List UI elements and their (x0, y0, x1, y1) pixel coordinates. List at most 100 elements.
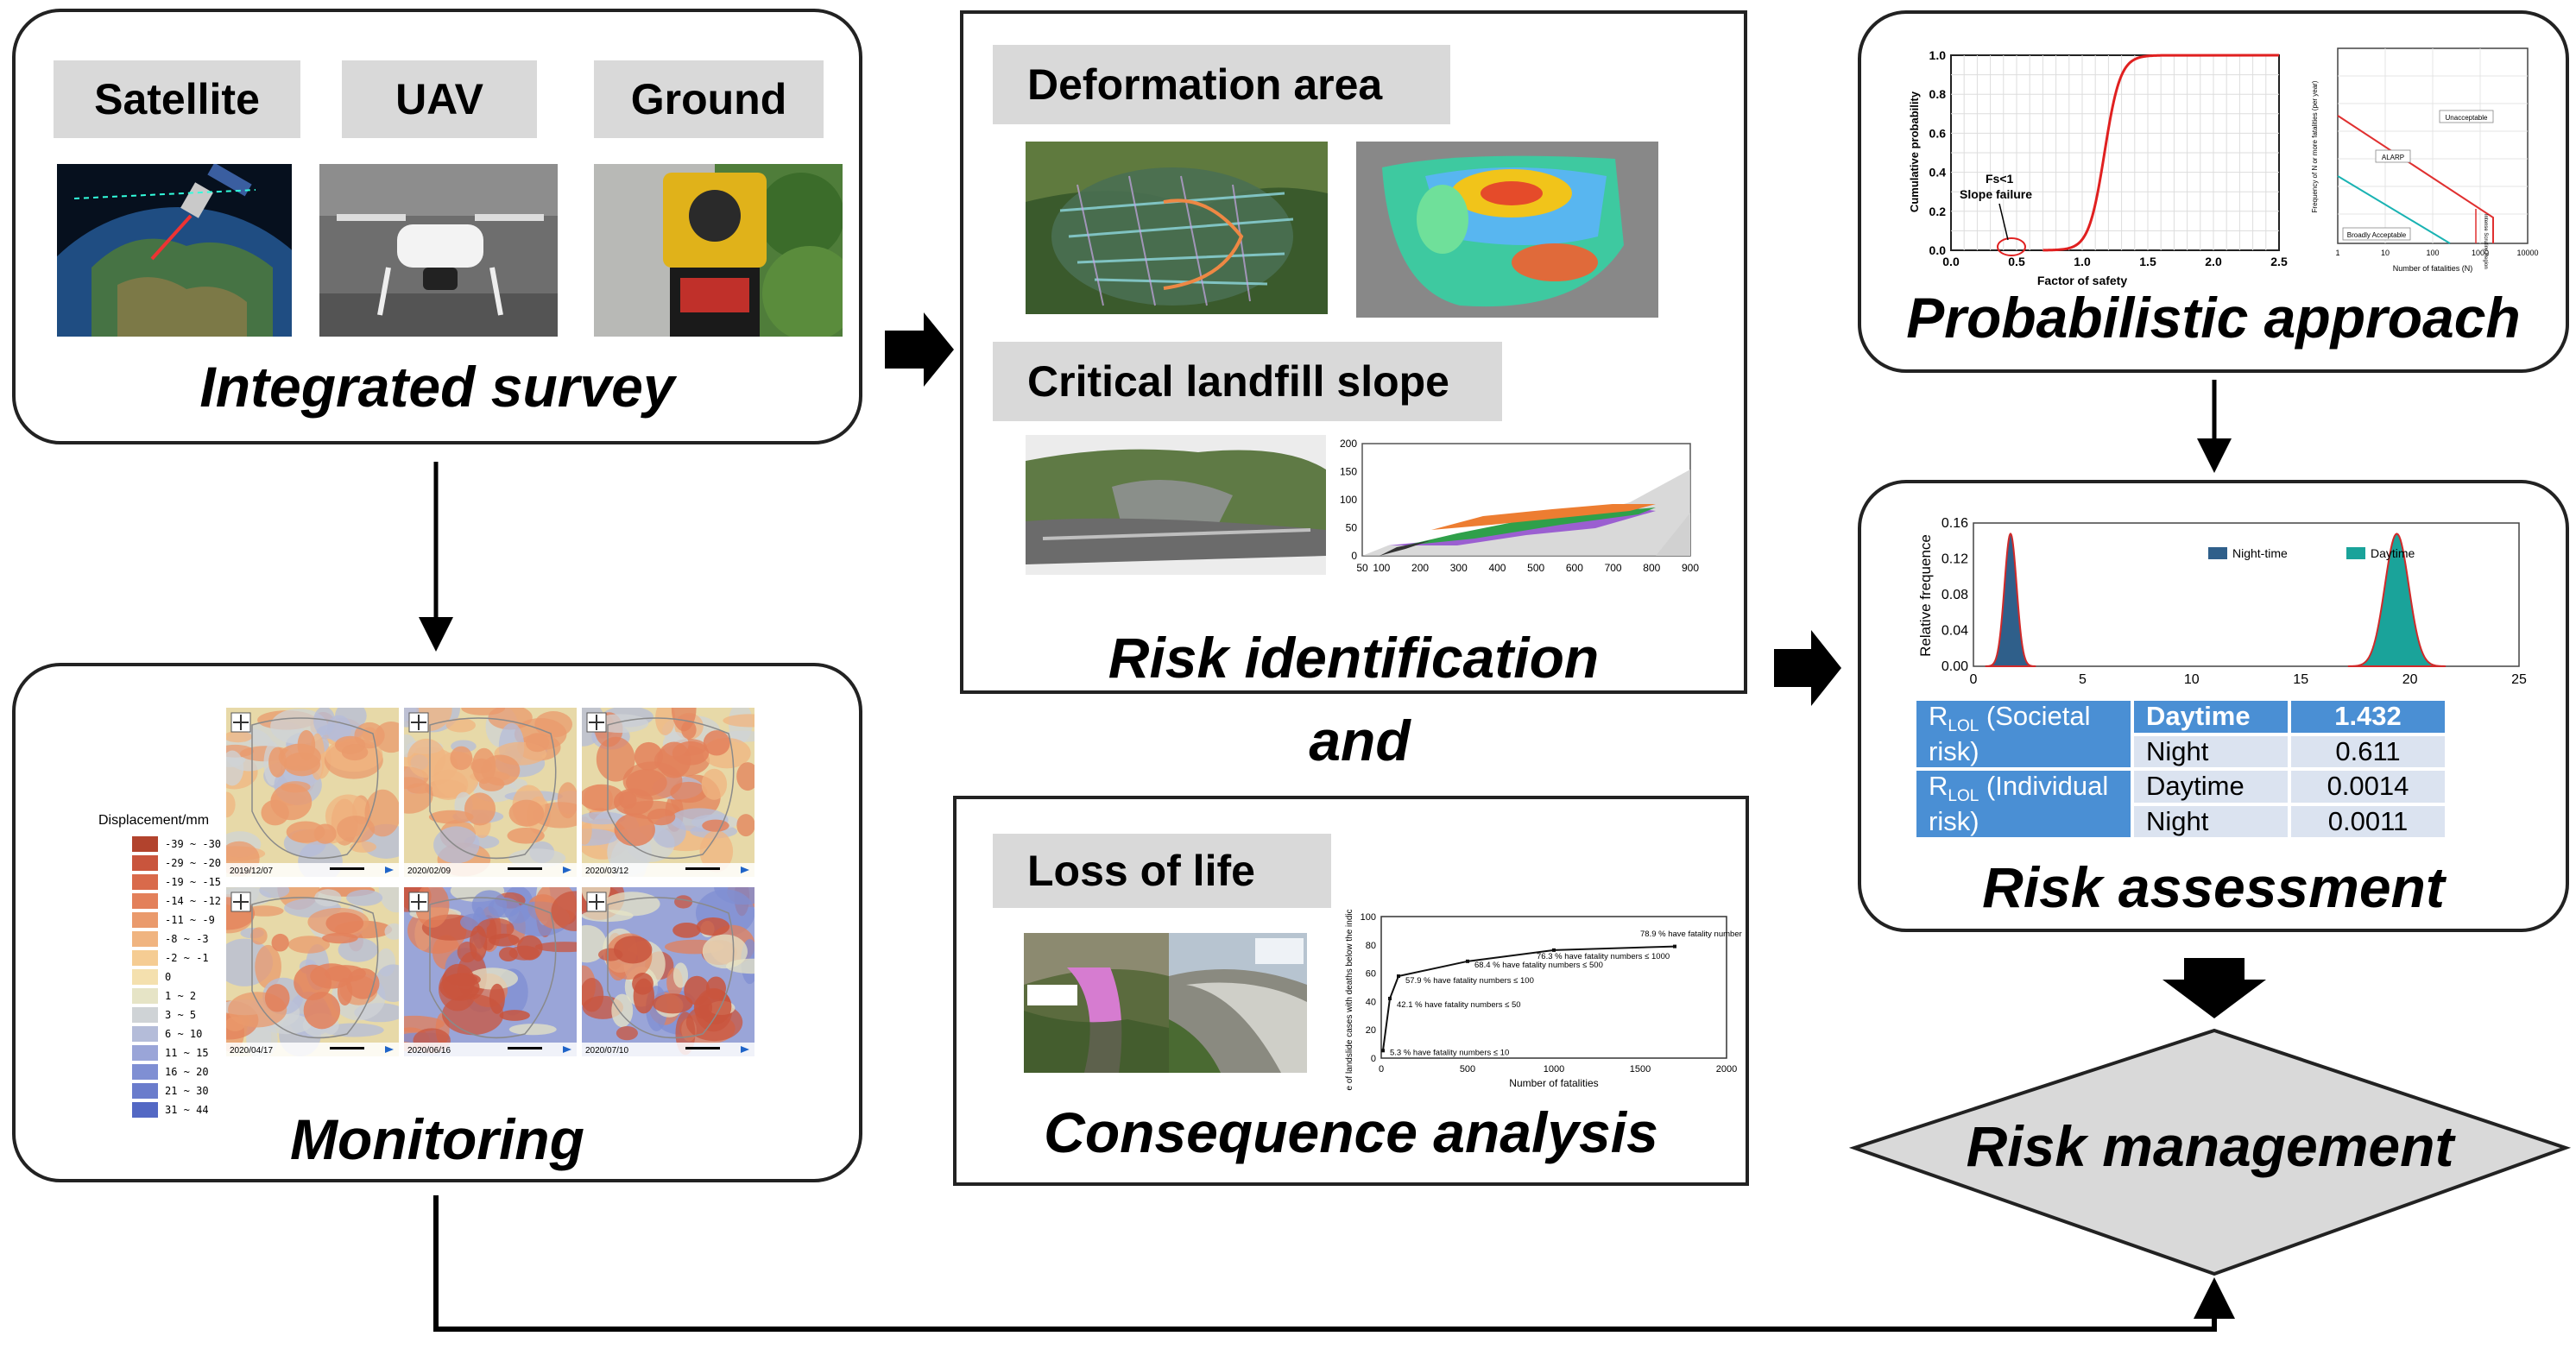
block-arrow-riskid-to-assessment (1774, 630, 1841, 706)
fatality-point (1381, 1049, 1385, 1053)
map-date: 2020/07/10 (585, 1046, 628, 1056)
x-tick-label: 800 (1643, 562, 1660, 574)
y-tick-label: 40 (1366, 997, 1376, 1007)
x-tick-label: 2000 (1716, 1064, 1737, 1075)
fn-region-alarp: ALARP (2382, 154, 2404, 161)
x-tick-label: 1 (2335, 249, 2339, 257)
x-tick-label: 1000 (1544, 1064, 1564, 1075)
map-date: 2019/12/07 (230, 867, 273, 876)
legend-swatch (132, 874, 158, 890)
legend-item: -2 ~ -1 (132, 949, 209, 967)
deformation-insar-image (1356, 142, 1658, 318)
risk-identification-box: Deformation area Critical landfill slope (960, 10, 1747, 694)
risk-assessment-title: Risk assessment (1982, 855, 2445, 919)
legend-swatch (132, 931, 158, 947)
x-tick-label: 2.0 (2205, 255, 2222, 268)
monitoring-title: Monitoring (290, 1107, 584, 1171)
and-text: and (1309, 709, 1411, 772)
legend-item: -19 ~ -15 (132, 873, 221, 891)
x-tick-label: 10 (2184, 672, 2200, 687)
displacement-map: 2020/06/16 (404, 887, 577, 1056)
x-tick-label: 500 (1460, 1064, 1475, 1075)
ground-tag: Ground (594, 60, 824, 138)
consequence-analysis-box: Loss of life 78.9 % have fatality number… (953, 796, 1749, 1186)
x-tick-label: 200 (1411, 562, 1429, 574)
y-tick-label: 0.00 (1941, 659, 1968, 674)
y-tick-label: 1.0 (1929, 48, 1947, 62)
displacement-map: 2019/12/07 (226, 708, 399, 877)
period-cell: Night (2134, 805, 2288, 838)
fn-y-label: Frequency of N or more fatalities (per y… (2311, 80, 2319, 212)
displacement-map: 2020/04/17 (226, 887, 399, 1056)
x-tick-label: 1500 (1630, 1064, 1651, 1075)
risk-identification-title: Risk identification (1108, 626, 1600, 690)
y-tick-label: 0.12 (1941, 552, 1968, 567)
risk-management-title: Risk management (1966, 1114, 2454, 1178)
legend-label: 11 ~ 15 (165, 1047, 209, 1059)
legend-label: -14 ~ -12 (165, 895, 222, 907)
fatality-cumulative-chart: 78.9 % have fatality numbers ≤ 170076.3 … (1345, 910, 1742, 1091)
legend-swatch (132, 912, 158, 928)
legend-swatch (132, 1083, 158, 1099)
y-tick-label: 20 (1366, 1025, 1376, 1036)
uav-tag: UAV (342, 60, 537, 138)
legend-swatch (132, 1064, 158, 1080)
legend-label: 21 ~ 30 (165, 1085, 209, 1097)
individual-risk-label: RLOL (Individual risk) (1916, 771, 2131, 838)
legend-label: -29 ~ -20 (165, 857, 222, 869)
legend-item: 11 ~ 15 (132, 1044, 209, 1062)
ground-image (594, 164, 843, 337)
x-tick-label: 0.5 (2008, 255, 2025, 268)
legend-label: 16 ~ 20 (165, 1066, 209, 1078)
legend-label: 31 ~ 44 (165, 1104, 209, 1116)
legend-label: 1 ~ 2 (165, 990, 197, 1002)
legend-swatch (132, 836, 158, 852)
x-tick-label: 1000 (2472, 249, 2489, 257)
integrated-survey-box: Satellite UAV Ground (12, 9, 862, 444)
y-tick-label: 100 (1361, 912, 1376, 923)
x-tick-label: 25 (2511, 672, 2527, 687)
fatality-x-label: Number of fatalities (1509, 1077, 1598, 1089)
y-tick-label: 0.16 (1941, 516, 1968, 531)
fatality-y-label: Percentage of landslide cases with death… (1345, 910, 1354, 1091)
fatality-annotation: 76.3 % have fatality numbers ≤ 1000 (1537, 952, 1670, 961)
y-tick-label: 0.2 (1929, 205, 1947, 218)
legend-swatch (132, 893, 158, 909)
x-tick-label: 400 (1488, 562, 1506, 574)
cdf-annotation-fs: Fs<1 (1986, 172, 2014, 186)
value-cell: 0.0011 (2291, 805, 2445, 838)
x-tick-label: 50 (1356, 562, 1368, 574)
legend-swatch (132, 1045, 158, 1061)
legend-label: -19 ~ -15 (165, 876, 222, 888)
monitoring-box: Displacement/mm -39 ~ -30-29 ~ -20-19 ~ … (12, 663, 862, 1182)
legend-label: 6 ~ 10 (165, 1028, 203, 1040)
x-tick-label: 300 (1450, 562, 1468, 574)
legend-item: 6 ~ 10 (132, 1025, 202, 1043)
legend-item: 0 (132, 968, 171, 986)
period-cell: Daytime (2134, 771, 2288, 803)
fatality-annotation: 42.1 % have fatality numbers ≤ 50 (1397, 1000, 1521, 1010)
legend-swatch (132, 969, 158, 985)
table-row: RLOL (Societal risk) Daytime 1.432 (1916, 701, 2445, 768)
x-tick-label: 0 (1379, 1064, 1384, 1075)
deformation-map-image (1026, 142, 1328, 314)
x-tick-label: 5 (2079, 672, 2087, 687)
cdf-y-label: Cumulative probability (1910, 91, 1921, 212)
y-tick-label: 0.08 (1941, 588, 1968, 602)
y-tick-label: 0 (1371, 1054, 1376, 1064)
block-arrow-assessment-to-management (2162, 958, 2266, 1018)
fatality-point (1466, 959, 1469, 963)
displacement-legend-title: Displacement/mm (98, 813, 210, 828)
legend-item: -8 ~ -3 (132, 930, 209, 948)
legend-label: 0 (165, 971, 172, 983)
y-tick-label: 0.8 (1929, 87, 1947, 101)
x-tick-label: 0 (1970, 672, 1978, 687)
legend-label: -8 ~ -3 (165, 933, 209, 945)
fn-curve-chart: Unacceptable ALARP Broadly Acceptable In… (2311, 47, 2539, 273)
legend-label: 3 ~ 5 (165, 1009, 197, 1021)
